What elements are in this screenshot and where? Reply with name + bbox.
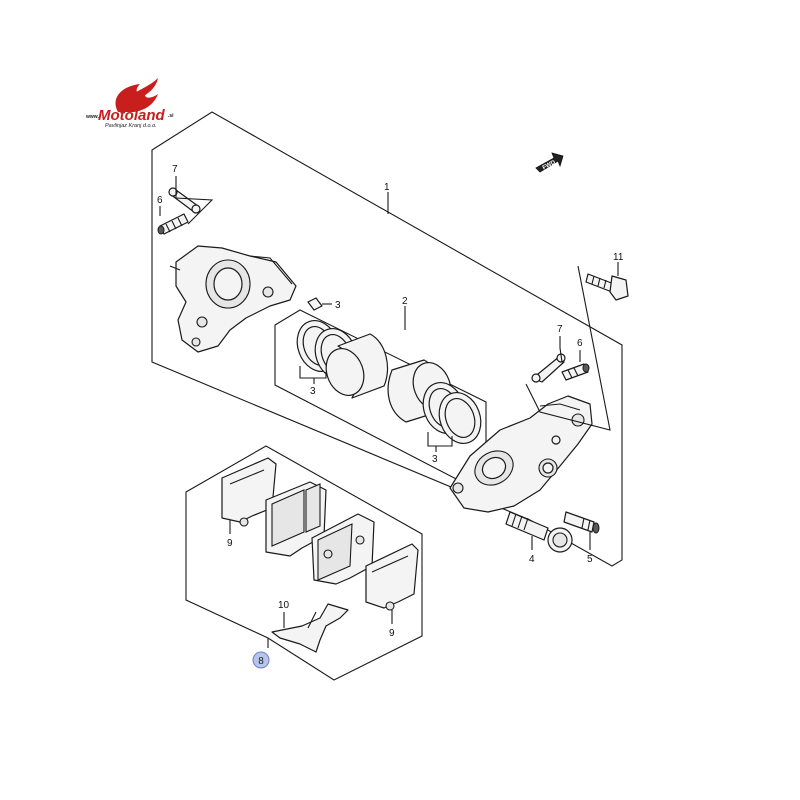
pad-set-frame	[185, 445, 423, 681]
callout-4: 4	[529, 554, 535, 565]
callout-9-left: 9	[227, 538, 233, 549]
pin-3-top	[307, 297, 332, 311]
bleeder-cap-right	[531, 353, 566, 383]
callout-3-left: 3	[310, 386, 316, 397]
bleeder-cap-left	[168, 187, 201, 214]
bolt-5	[563, 511, 600, 534]
callout-9-right: 9	[389, 628, 395, 639]
bleeder-screw-left	[157, 213, 189, 235]
callout-3-right: 3	[432, 454, 438, 465]
logo-subtitle: Pavlinjaz Kranj d.o.o.	[105, 123, 157, 129]
logo-suffix: .si	[168, 113, 174, 119]
caliper-right-half	[449, 395, 593, 513]
callout-6-right: 6	[577, 338, 583, 349]
logo-www: www.	[85, 114, 99, 120]
callout-6-left: 6	[157, 195, 163, 206]
callout-11: 11	[613, 252, 624, 263]
callout-8-badge[interactable]: 8	[252, 651, 270, 669]
bolt-11	[585, 273, 629, 301]
pad-spring-10	[271, 603, 349, 653]
leader-3-b	[427, 432, 453, 447]
motoland-logo: www. Motoland .si Pavlinjaz Kranj d.o.o.	[85, 78, 174, 129]
callout-5: 5	[587, 554, 593, 565]
callout-1: 1	[384, 182, 390, 193]
forward-arrow-icon: FWD	[535, 152, 564, 173]
callout-2: 2	[402, 296, 408, 307]
callout-10: 10	[278, 600, 290, 611]
logo-wing-icon	[130, 78, 158, 98]
shim-9-left	[221, 457, 277, 527]
caliper-left-half	[169, 245, 297, 353]
bolt-4	[505, 511, 573, 553]
leader-7-right	[559, 336, 563, 363]
callout-3-top: 3	[335, 300, 341, 311]
callout-8-circle[interactable]	[252, 651, 270, 669]
callout-8[interactable]: 8	[258, 656, 264, 667]
leader-6-7-left	[175, 176, 214, 225]
leader-3-a	[299, 366, 327, 379]
leader-6-7-right-box	[525, 265, 611, 431]
brake-pad-2	[311, 513, 375, 585]
logo-name: Motoland	[98, 107, 165, 124]
bleeder-screw-right	[561, 363, 590, 381]
assembly-frame	[151, 111, 623, 567]
piston-seal-set	[296, 320, 482, 444]
callout-7-right: 7	[557, 324, 563, 335]
brake-pad-1	[265, 481, 327, 557]
logo-flame-icon	[115, 84, 158, 112]
callout-7-left: 7	[172, 164, 178, 175]
shim-9-right	[365, 543, 419, 611]
